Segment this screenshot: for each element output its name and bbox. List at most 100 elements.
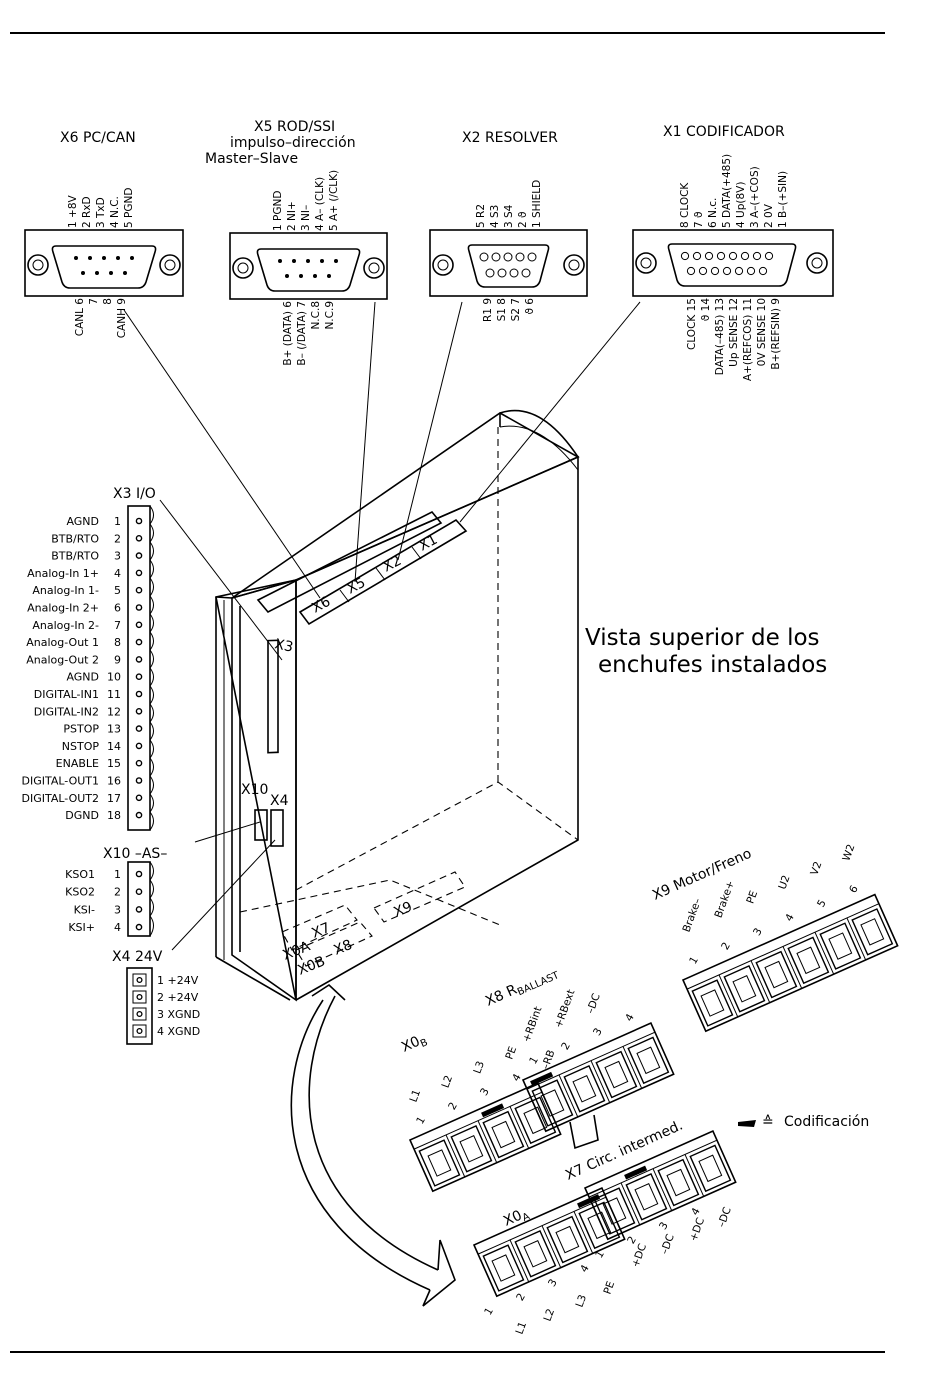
x2-connector: X2 RESOLVER 5 R2 4 S3 3 S4 2 ϑ 1 SHIELD … <box>429 130 588 322</box>
x3-contact-hole <box>135 690 143 698</box>
x1-top-pin: 3 A–(+COS) <box>749 166 761 228</box>
x3-pin-label: NSTOP <box>62 740 100 753</box>
plug-socket <box>627 1036 670 1085</box>
plug-contact <box>732 975 757 1003</box>
plug-contact <box>860 918 885 946</box>
x4-pin-label: 4 XGND <box>157 1025 200 1038</box>
x3-pin-number: 5 <box>114 584 121 597</box>
x2-bottom-pin: R1 9 <box>482 298 494 322</box>
x6-bottom-pin: CANH 9 <box>116 298 128 338</box>
plug-socket <box>819 922 862 970</box>
plug-socket <box>755 950 798 999</box>
legend-text: Codificación <box>784 1114 869 1130</box>
device-label-x5: X5 <box>344 575 368 598</box>
x4-pin-label: 1 +24V <box>157 974 199 987</box>
x10-pin-label: KSI+ <box>68 921 95 934</box>
plug-socket <box>514 1096 557 1145</box>
x3-pin-number: 18 <box>107 809 121 822</box>
x3-contact-hole <box>135 742 143 750</box>
plug-socket <box>563 1065 606 1113</box>
x8-pin-number: 4 <box>623 1012 637 1024</box>
x8-pin-label: +RBint <box>521 1005 545 1044</box>
x5-subtitle: Master–Slave <box>205 151 298 167</box>
device-label-x10: X10 <box>241 782 268 798</box>
x4-contact-cell <box>132 1024 147 1038</box>
x10-pin-label: KSI- <box>74 903 95 916</box>
device-label-x9: X9 <box>392 899 415 921</box>
x5-top-pin: 1 PGND <box>272 191 284 231</box>
x6-top-pin: 5 PGND <box>123 188 135 228</box>
x3-pin-label: DGND <box>65 809 99 822</box>
plug-contact <box>491 1254 516 1282</box>
x10-contact-hole <box>135 906 143 913</box>
x3-contact-hole <box>135 725 143 732</box>
x6-top-pin: 3 TxD <box>95 197 107 228</box>
x9-pin-number: 4 <box>783 912 797 924</box>
x3-pin-label: Analog-In 2- <box>32 619 99 632</box>
plug-contact <box>634 1183 659 1211</box>
x3-contact-hole <box>135 794 143 802</box>
x0a-pin-label: L2 <box>542 1307 558 1323</box>
x6-bottom-pin: CANL 6 <box>74 298 86 337</box>
x3-contact-hole <box>135 777 143 784</box>
x4-contact-hole <box>136 993 143 1001</box>
x0b-pin-label: L3 <box>471 1060 487 1076</box>
x1-title: X1 CODIFICADOR <box>663 124 785 140</box>
x5-bottom-pin: N.C.8 <box>310 301 322 330</box>
x3-contact-hole <box>135 656 143 663</box>
servo-drive-body: X6 X5 X2 X1 X3 X10 X4 X9 X7 X8 X0A X0B <box>215 409 580 1002</box>
plug-socket <box>482 1244 525 1292</box>
x6-top-pin: 4 N.C. <box>109 196 121 228</box>
x0b-pin-number: 1 <box>414 1115 428 1127</box>
x1-bottom-pin: A+(REFCOS) 11 <box>742 298 754 381</box>
x7-title: X7 Circ. intermed. <box>563 1118 685 1184</box>
x1-bottom-pin: B+(REFSIN) 9 <box>770 298 782 370</box>
x9-pin-label: W2 <box>840 843 857 863</box>
x0b-title: X0B <box>399 1031 430 1058</box>
x3-contact-hole <box>135 517 143 525</box>
x3-pin-label: ENABLE <box>56 757 99 770</box>
plug-contact <box>459 1135 484 1163</box>
x3-pin-number: 4 <box>114 567 121 580</box>
x3-pin-number: 10 <box>107 671 121 684</box>
x4-pin-label: 3 XGND <box>157 1008 200 1021</box>
x3-pin-label: AGND <box>66 671 99 684</box>
x2-top-pin: 1 SHIELD <box>531 180 543 228</box>
device-label-x7: X7 <box>310 920 333 942</box>
x1-top-pin: 4 Up(8V) <box>735 182 747 228</box>
x5-bottom-pin: B– (/DATA) 7 <box>296 301 308 366</box>
x9-pin-label: U2 <box>776 874 792 892</box>
x3-contact-hole <box>135 586 143 594</box>
x3-pin-label: DIGITAL-IN2 <box>34 705 99 718</box>
plug-socket <box>450 1125 493 1173</box>
x7-pin-label: +DC <box>630 1242 650 1269</box>
x3-pin-number: 2 <box>114 532 121 545</box>
x0a-pin-number: 1 <box>482 1306 496 1318</box>
x8-pin-number: 2 <box>559 1040 573 1052</box>
x10-pin-number: 2 <box>114 886 121 899</box>
x10-pin-number: 3 <box>114 903 121 916</box>
x4-contact-cell <box>132 990 147 1004</box>
x3-pin-label: Analog-In 1- <box>32 584 99 597</box>
plug-socket <box>787 936 830 985</box>
x3-pin-label: AGND <box>66 515 99 528</box>
x1-top-pin: 7 ϑ <box>693 211 705 228</box>
x0b-pin-label: –RB <box>540 1048 558 1071</box>
x3-pin-label: DIGITAL-OUT2 <box>21 792 99 805</box>
x3-pin-number: 3 <box>114 550 121 563</box>
plug-contact <box>666 1168 691 1197</box>
x1-top-pin: 8 CLOCK <box>679 182 691 228</box>
coding-key-icon <box>738 1120 756 1127</box>
x10-pin-number: 1 <box>114 868 121 881</box>
x10-contact-hole <box>135 888 143 896</box>
plug-contact <box>540 1089 565 1117</box>
x1-top-pin: 1 B–(+SIN) <box>777 171 789 228</box>
x4-contact-cell <box>132 973 147 987</box>
plug-socket <box>851 908 894 956</box>
device-label-x6: X6 <box>309 594 333 617</box>
x3-contact-hole <box>135 604 143 611</box>
x3-pin-number: 14 <box>107 740 121 753</box>
x1-connector: X1 CODIFICADOR 8 CLOCK 7 ϑ 6 N.c. 5 DATA… <box>632 124 834 381</box>
plug-contact <box>604 1060 629 1089</box>
